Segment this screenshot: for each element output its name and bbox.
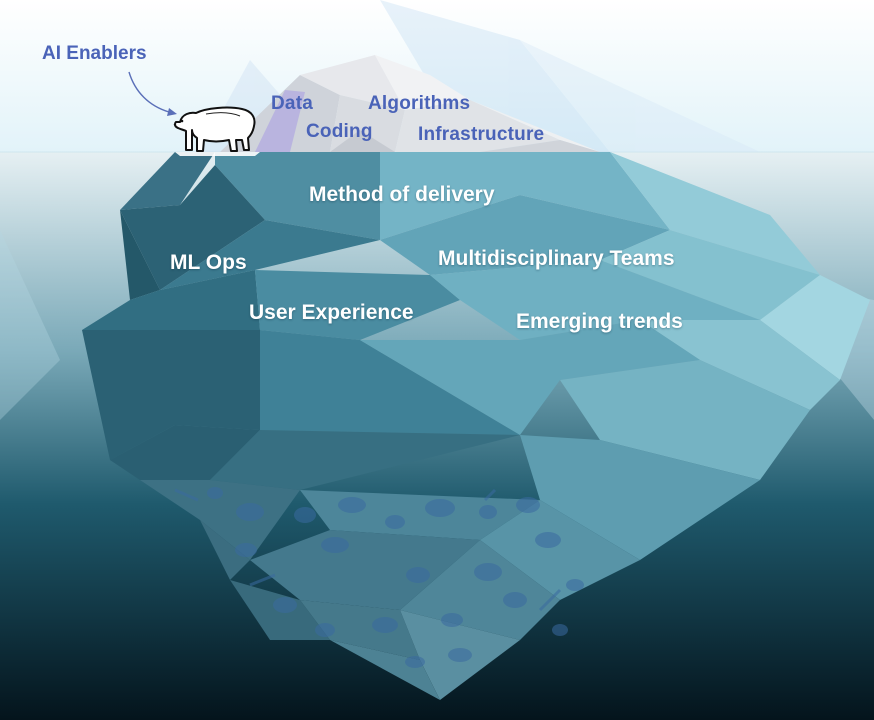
- label-algorithms: Algorithms: [368, 93, 471, 114]
- arrow-icon: [128, 71, 177, 116]
- polar-bear-icon: [173, 106, 256, 152]
- label-method-of-delivery: Method of delivery: [309, 183, 495, 206]
- fossil-decorations: [174, 487, 584, 668]
- label-multidisciplinary-teams: Multidisciplinary Teams: [438, 247, 675, 270]
- label-coding: Coding: [306, 121, 373, 142]
- label-data: Data: [271, 93, 313, 114]
- label-infrastructure: Infrastructure: [418, 124, 545, 145]
- ai-enablers-label: AI Enablers: [42, 43, 147, 64]
- label-user-experience: User Experience: [249, 301, 414, 324]
- iceberg-body: [82, 152, 870, 700]
- label-emerging-trends: Emerging trends: [516, 310, 683, 333]
- label-ml-ops: ML Ops: [170, 251, 247, 274]
